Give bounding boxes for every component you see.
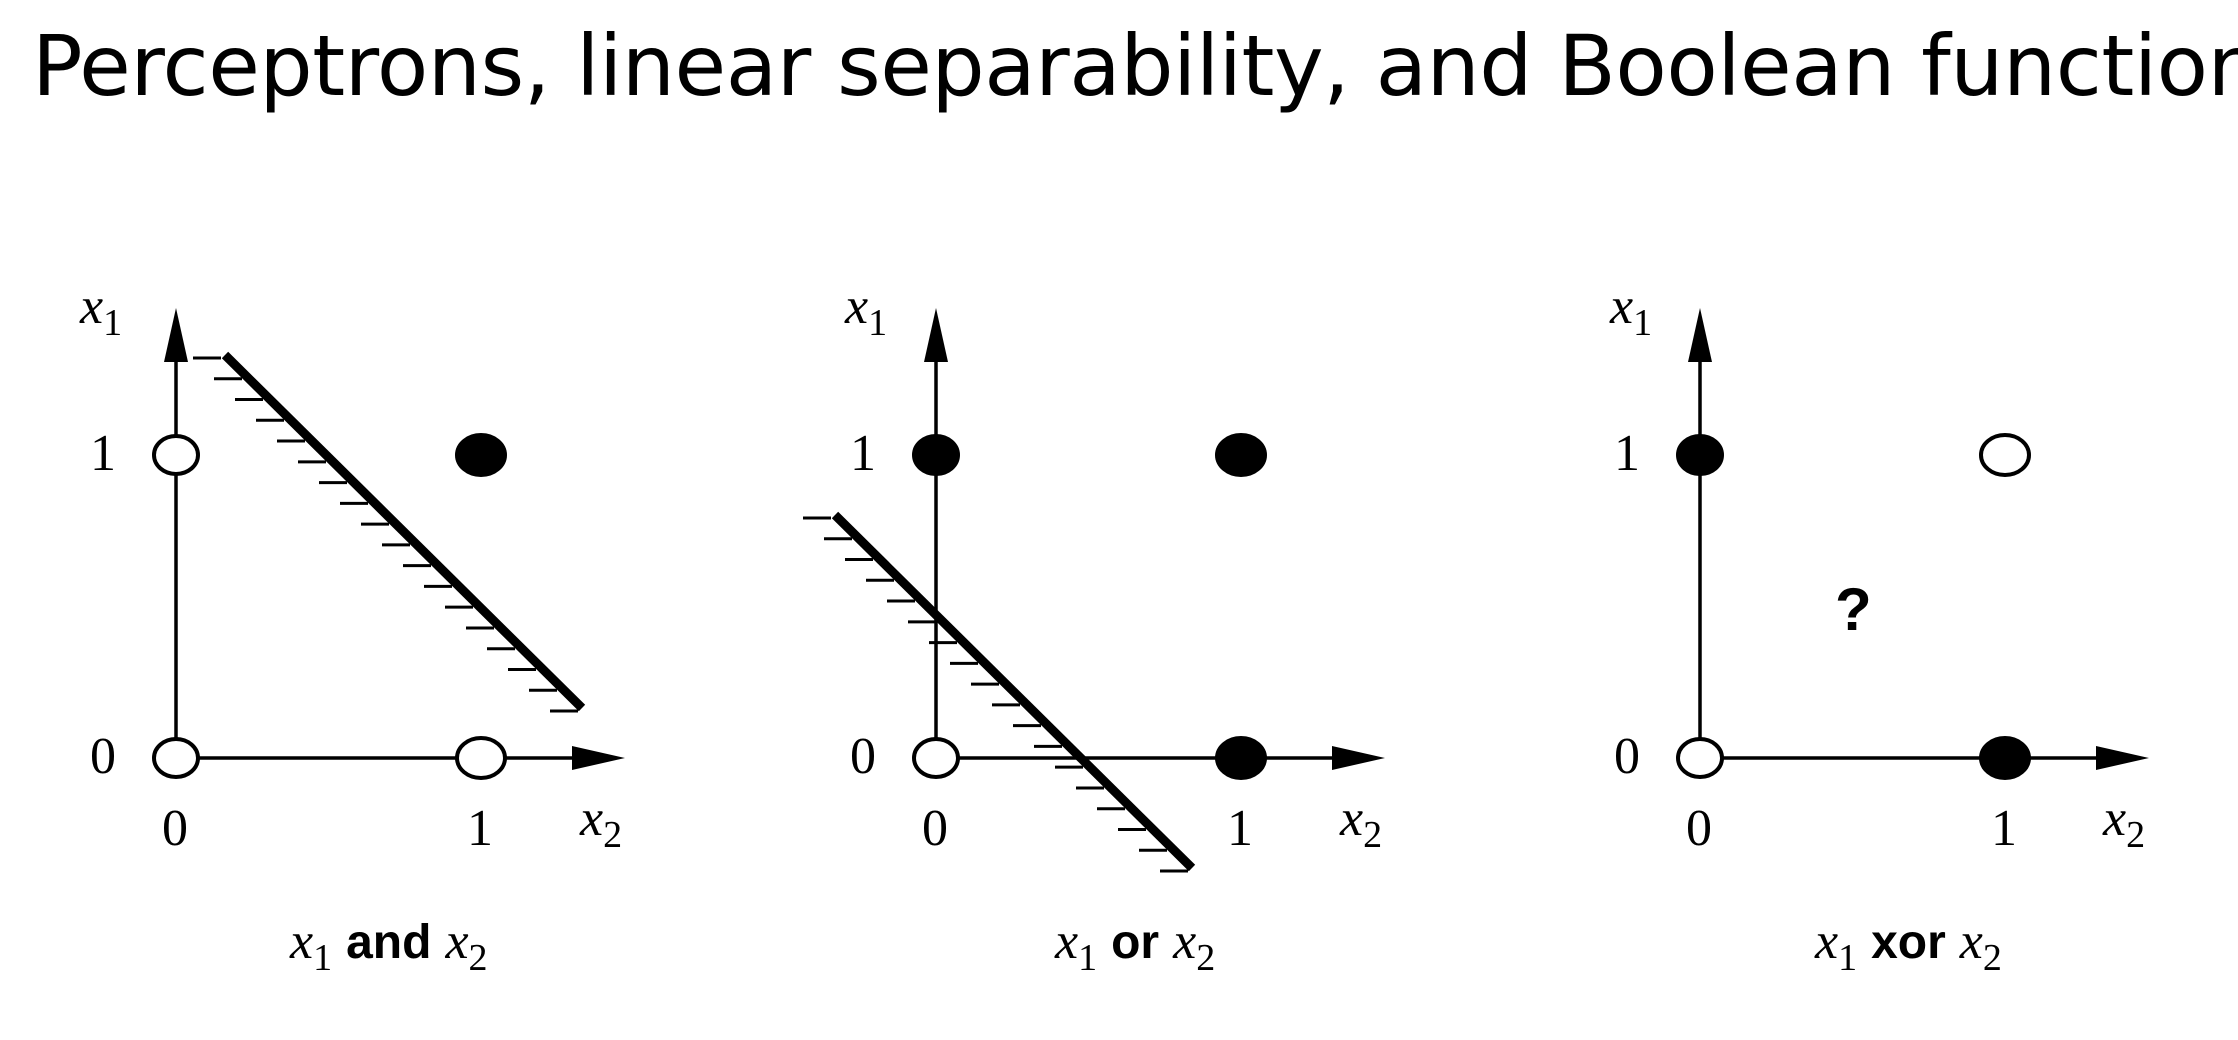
x-tick-0: 0: [162, 800, 188, 857]
y-axis-arrowhead: [924, 308, 948, 362]
y-axis-arrowhead: [164, 308, 188, 362]
y-tick-0: 0: [1614, 728, 1640, 785]
y-tick-1: 1: [850, 425, 876, 482]
x-axis-arrowhead: [1332, 746, 1385, 770]
x-tick-0: 0: [1686, 800, 1712, 857]
separator-hatching: [193, 356, 578, 713]
x-axis-label: x2: [1339, 790, 1382, 856]
y-tick-0: 0: [850, 728, 876, 785]
y-tick-1: 1: [1614, 425, 1640, 482]
point-x1-0-x2-0: [152, 737, 200, 779]
y-axis-label: x1: [1609, 278, 1652, 344]
y-axis-label: x1: [79, 278, 122, 344]
separator-line: [221, 351, 586, 712]
x-axis-label: x2: [579, 790, 622, 856]
y-tick-1: 1: [90, 425, 116, 482]
x-tick-1: 1: [1227, 800, 1253, 857]
x-tick-1: 1: [467, 800, 493, 857]
y-axis-label: x1: [844, 278, 887, 344]
point-x1-1-x2-1: [1979, 433, 2031, 477]
separator-hatching: [803, 516, 1188, 873]
y-tick-0: 0: [90, 728, 116, 785]
x-axis-arrowhead: [2096, 746, 2149, 770]
point-x1-0-x2-1: [455, 736, 507, 780]
point-x1-0-x2-1: [1979, 736, 2031, 780]
point-x1-1-x2-1: [1215, 433, 1267, 477]
point-x1-1-x2-1: [455, 433, 507, 477]
point-x1-0-x2-0: [912, 737, 960, 779]
x-axis-label: x2: [2102, 790, 2145, 856]
page-title: Perceptrons, linear separability, and Bo…: [32, 17, 2238, 115]
x-tick-1: 1: [1991, 800, 2017, 857]
point-x1-0-x2-1: [1215, 736, 1267, 780]
separator-line: [831, 511, 1196, 872]
x-tick-0: 0: [922, 800, 948, 857]
y-axis-arrowhead: [1688, 308, 1712, 362]
question-mark: ?: [1835, 576, 1872, 643]
point-x1-1-x2-0: [912, 434, 960, 476]
point-x1-1-x2-0: [152, 434, 200, 476]
x-axis-arrowhead: [572, 746, 625, 770]
point-x1-0-x2-0: [1676, 737, 1724, 779]
point-x1-1-x2-0: [1676, 434, 1724, 476]
